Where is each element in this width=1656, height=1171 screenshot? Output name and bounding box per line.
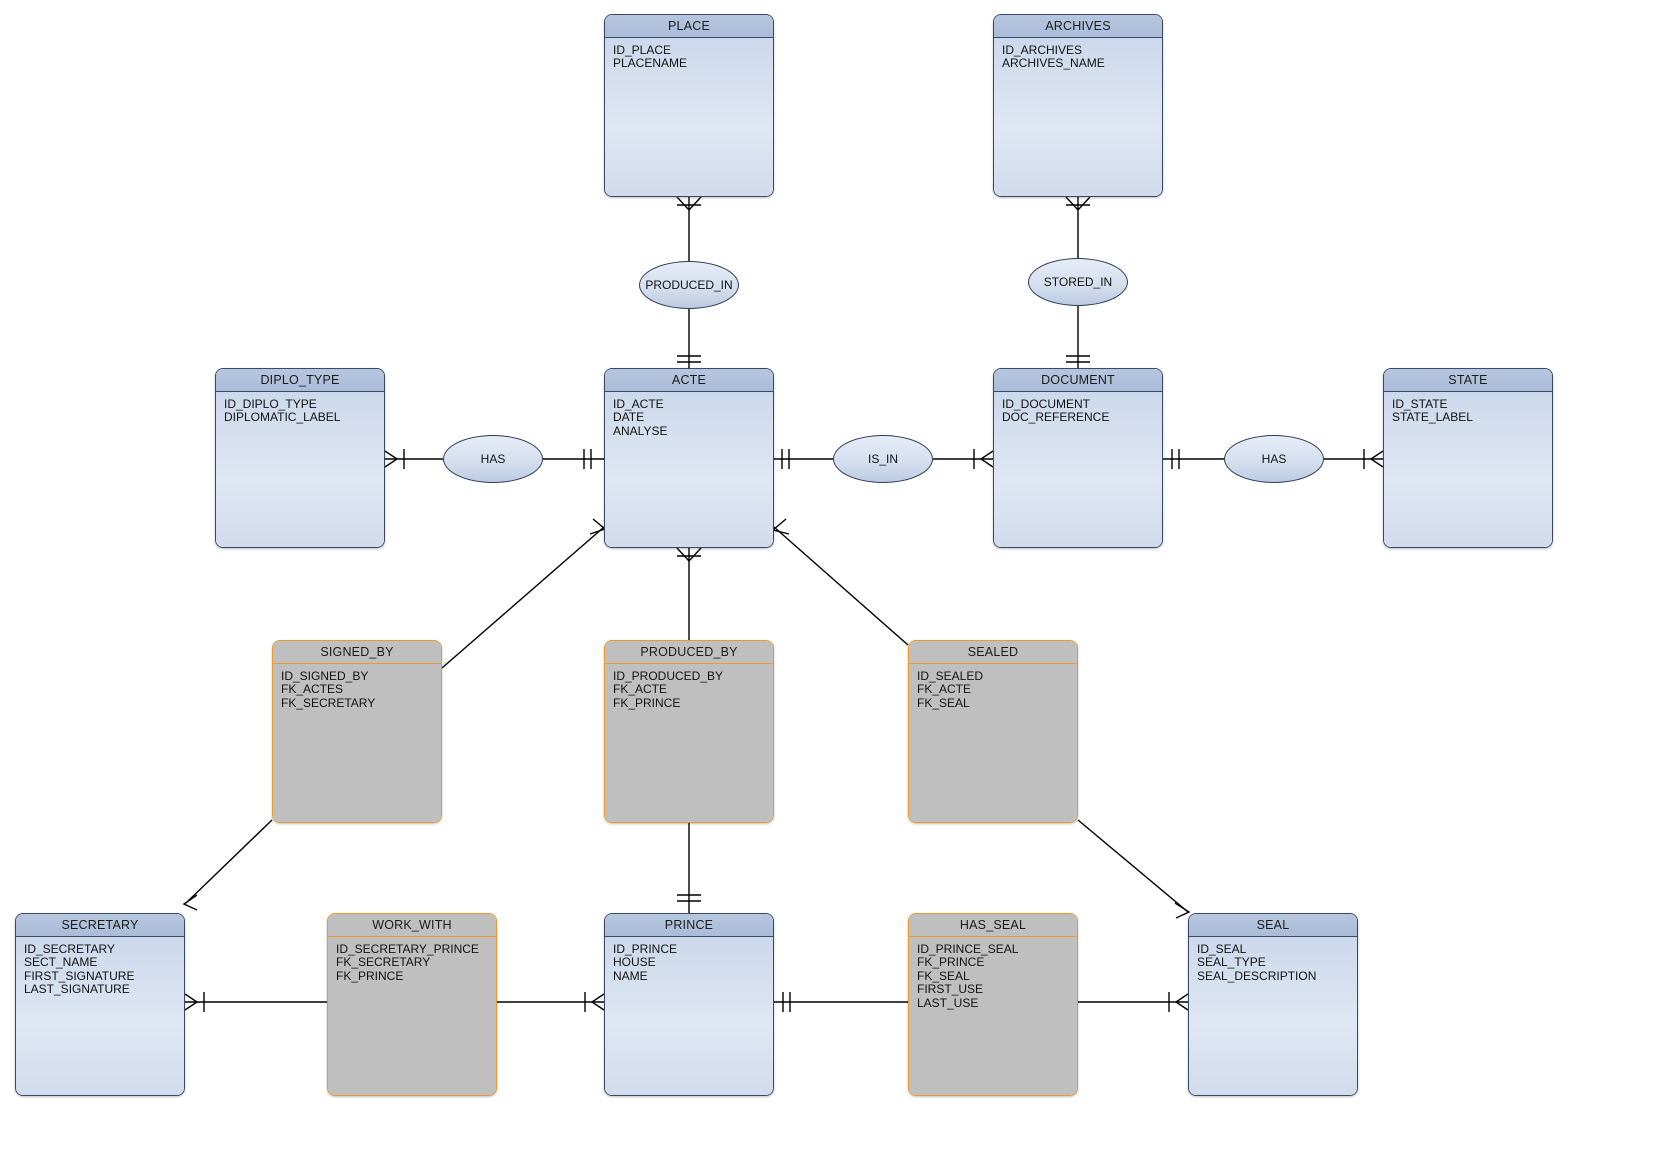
attribute: FIRST_SIGNATURE xyxy=(24,968,135,983)
attribute: ID_DOCUMENT xyxy=(1002,397,1091,411)
entity-title-sealed: SEALED xyxy=(909,641,1077,664)
entity-title-signed_by: SIGNED_BY xyxy=(273,641,441,664)
attribute: ID_STATE xyxy=(1392,397,1448,411)
entity-title-state: STATE xyxy=(1384,369,1552,392)
entity-title-document: DOCUMENT xyxy=(994,369,1162,392)
relationship-label: STORED_IN xyxy=(1043,275,1113,289)
attribute: SECT_NAME xyxy=(24,955,98,970)
attribute: ID_PRODUCED_BY xyxy=(613,669,724,683)
attribute: ARCHIVES_NAME xyxy=(1002,56,1105,71)
entity-title-work_with: WORK_WITH xyxy=(328,914,496,937)
attribute: ID_ACTE xyxy=(613,397,664,411)
entity-title-produced_by: PRODUCED_BY xyxy=(605,641,773,664)
attribute: ID_SECRETARY xyxy=(24,942,115,956)
attribute: FK_SECRETARY xyxy=(281,695,376,710)
entity-title-place: PLACE xyxy=(605,15,773,38)
relationship-produced_in[interactable]: PRODUCED_IN xyxy=(639,261,739,309)
attribute: SEAL_TYPE xyxy=(1197,955,1266,970)
attribute: ID_SEALED xyxy=(917,669,984,683)
attribute: ID_PRINCE xyxy=(613,942,678,956)
relationship-label: HAS xyxy=(480,452,506,466)
attribute: ID_SIGNED_BY xyxy=(281,669,369,683)
attribute: FK_ACTE xyxy=(613,682,668,697)
relationship-has_diplo[interactable]: HAS xyxy=(443,435,543,483)
attribute: ID_PLACE xyxy=(613,43,672,57)
relationship-has_state[interactable]: HAS xyxy=(1224,435,1324,483)
attribute: FK_ACTE xyxy=(917,682,972,697)
attribute: ANALYSE xyxy=(613,423,668,438)
attribute: HOUSE xyxy=(613,955,656,970)
entity-title-seal: SEAL xyxy=(1189,914,1357,937)
attribute: ID_ARCHIVES xyxy=(1002,43,1083,57)
attribute: FK_PRINCE xyxy=(917,955,985,970)
attribute: DIPLOMATIC_LABEL xyxy=(224,410,341,425)
attribute: LAST_USE xyxy=(917,995,979,1010)
attribute: FK_ACTES xyxy=(281,682,344,697)
attribute: ID_PRINCE_SEAL xyxy=(917,942,1019,956)
attribute: ID_SECRETARY_PRINCE xyxy=(336,942,479,956)
attribute: SEAL_DESCRIPTION xyxy=(1197,968,1317,983)
entity-title-prince: PRINCE xyxy=(605,914,773,937)
attribute: ID_DIPLO_TYPE xyxy=(224,397,317,411)
attribute: FK_PRINCE xyxy=(613,695,681,710)
attribute: ID_SEAL xyxy=(1197,942,1247,956)
relationship-stored_in[interactable]: STORED_IN xyxy=(1028,258,1128,306)
attribute: DATE xyxy=(613,410,645,425)
attribute: FK_PRINCE xyxy=(336,968,404,983)
attribute: DOC_REFERENCE xyxy=(1002,410,1110,425)
relationship-is_in[interactable]: IS_IN xyxy=(833,435,933,483)
relationship-label: PRODUCED_IN xyxy=(645,278,733,292)
entity-title-archives: ARCHIVES xyxy=(994,15,1162,38)
entity-title-acte: ACTE xyxy=(605,369,773,392)
attribute: PLACENAME xyxy=(613,56,688,71)
attribute: FK_SEAL xyxy=(917,968,970,983)
attribute: STATE_LABEL xyxy=(1392,410,1473,425)
relationship-label: IS_IN xyxy=(867,452,898,466)
entity-title-has_seal: HAS_SEAL xyxy=(909,914,1077,937)
entity-title-secretary: SECRETARY xyxy=(16,914,184,937)
attribute: FK_SEAL xyxy=(917,695,970,710)
attribute: NAME xyxy=(613,968,648,983)
attribute: FK_SECRETARY xyxy=(336,955,431,970)
attribute: FIRST_USE xyxy=(917,982,984,997)
relationship-label: HAS xyxy=(1261,452,1287,466)
attribute: LAST_SIGNATURE xyxy=(24,982,130,997)
entity-title-diplo_type: DIPLO_TYPE xyxy=(216,369,384,392)
